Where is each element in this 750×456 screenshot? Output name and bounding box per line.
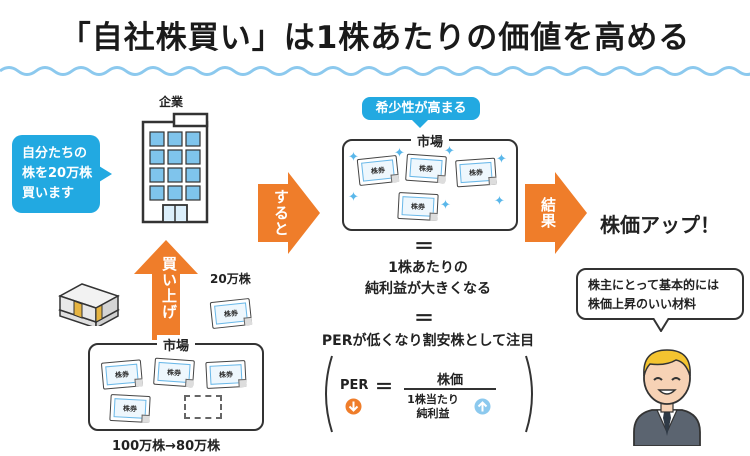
wave-divider — [0, 66, 750, 76]
up-arrow-icon — [474, 398, 491, 415]
formula-denominator-line2: 純利益 — [416, 407, 450, 420]
sparkle-icon: ✦ — [440, 198, 451, 213]
stock-certificate-icon: 株券 — [356, 154, 400, 187]
eps-statement-line1: 1株あたりの — [388, 260, 468, 276]
stock-certificate-icon: 株券 — [100, 359, 144, 390]
buyback-up-arrow — [134, 240, 198, 340]
market-left-shares-change: 100万株→80万株 — [112, 439, 221, 454]
stock-certificate-icon: 株券 — [455, 157, 497, 188]
person-bubble-line1: 株主にとって基本的には — [588, 278, 720, 292]
company-bubble-tail — [99, 166, 112, 182]
scarcity-bubble-tail — [411, 119, 429, 128]
result-arrow — [525, 172, 587, 254]
then-arrow — [258, 172, 320, 254]
formula-equals: ＝ — [375, 377, 393, 398]
stock-certificate-icon: 株券 — [109, 393, 151, 424]
market-right-label: 市場 — [410, 131, 450, 150]
money-stack-icon — [58, 283, 120, 326]
equals-symbol-2: ＝ — [414, 306, 434, 330]
market-left-label: 市場 — [156, 335, 196, 354]
building-icon — [141, 112, 209, 224]
sparkle-icon: ✦ — [348, 150, 359, 165]
formula-brackets — [325, 355, 533, 433]
sparkle-icon: ✦ — [444, 144, 455, 159]
company-bubble-line1: 自分たちの — [22, 146, 88, 161]
market-left-frame: 市場 株券 株券 株券 株券 — [88, 335, 264, 431]
eps-statement-line2: 純利益が大きくなる — [365, 281, 491, 297]
buyback-arrow-label: 買い上げ — [160, 256, 178, 320]
person-bubble-line2: 株価上昇のいい材料 — [588, 297, 697, 311]
person-speech-bubble: 株主にとって基本的には 株価上昇のいい材料 — [576, 268, 744, 320]
buyback-shares-label: 20万株 — [210, 272, 251, 286]
formula-fraction-line — [404, 388, 496, 390]
company-label: 企業 — [159, 95, 184, 109]
stock-certificate-icon: 株券 — [405, 153, 447, 184]
sparkle-icon: ✦ — [348, 190, 359, 205]
sparkle-icon: ✦ — [394, 146, 405, 161]
stock-certificate-icon: 株券 — [209, 297, 253, 330]
then-arrow-label: すると — [272, 189, 290, 237]
formula-denominator: 1株当たり 純利益 — [406, 393, 460, 421]
equals-symbol-1: ＝ — [414, 234, 434, 258]
person-bubble-tail — [652, 318, 670, 332]
company-bubble-line3: 買います — [22, 186, 75, 201]
removed-certificate-placeholder — [184, 395, 222, 419]
result-arrow-label: 結果 — [539, 197, 557, 229]
result-label: 株価アップ！ — [600, 213, 720, 237]
sparkle-icon: ✦ — [494, 194, 505, 209]
sparkle-icon: ✦ — [496, 152, 507, 167]
market-right-frame: 市場 株券 株券 株券 株券 ✦ ✦ ✦ ✦ ✦ ✦ ✦ — [342, 131, 518, 231]
per-statement: PERが低くなり割安株として注目 — [321, 333, 535, 349]
formula-numerator: 株価 — [436, 373, 463, 388]
stock-certificate-icon: 株券 — [153, 357, 195, 388]
page-title: 「自社株買い」は1株あたりの価値を高める — [59, 20, 691, 56]
eps-statement: 1株あたりの 純利益が大きくなる — [340, 258, 516, 300]
formula-per: PER — [340, 378, 369, 393]
company-speech-bubble: 自分たちの 株を20万株 買います — [12, 135, 100, 213]
company-bubble-line2: 株を20万株 — [22, 166, 93, 181]
formula-denominator-line1: 1株当たり — [407, 393, 459, 406]
scarcity-bubble: 希少性が高まる — [362, 97, 480, 120]
stock-certificate-icon: 株券 — [205, 359, 247, 390]
businessman-icon — [633, 349, 701, 446]
down-arrow-icon — [345, 398, 362, 415]
stock-certificate-icon: 株券 — [397, 191, 439, 222]
